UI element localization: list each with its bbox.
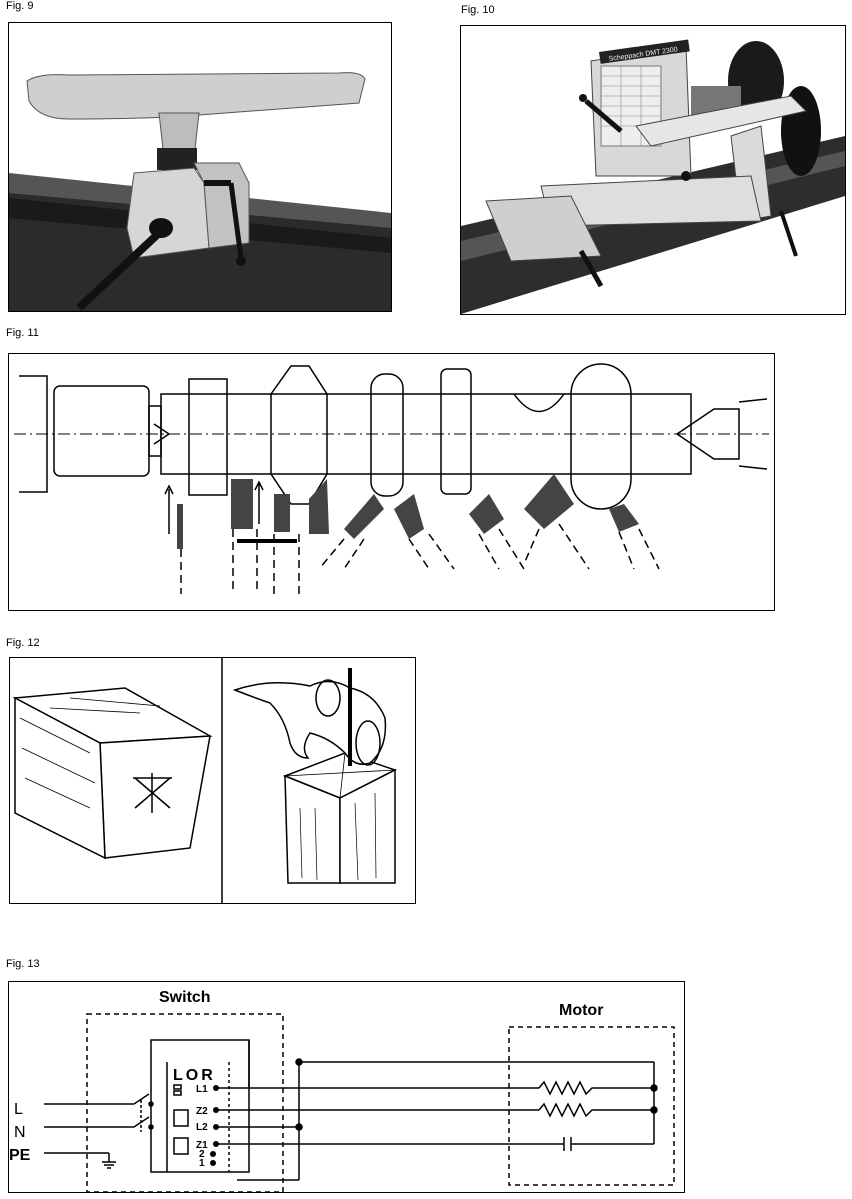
terminal-z2: Z2 (196, 1106, 208, 1117)
terminal-2: 2 (199, 1149, 205, 1160)
fig13-wiring-diagram: Switch LOR L1 Z2 L2 Z1 2 1 L N PE (8, 981, 685, 1193)
fig11-caption: Fig. 11 (6, 327, 39, 339)
supply-pe: PE (9, 1147, 31, 1164)
switch-label: Switch (159, 989, 211, 1006)
fig10-photo: Scheppach DMT 2300 (460, 25, 846, 315)
fig9-photo (8, 22, 392, 312)
fig13-caption: Fig. 13 (6, 958, 40, 970)
fig11-turning-diagram (8, 353, 775, 611)
supply-n: N (14, 1124, 26, 1141)
fig9-caption: Fig. 9 (6, 0, 34, 12)
switch-positions: LOR (173, 1067, 216, 1084)
supply-l: L (14, 1101, 23, 1118)
fig12-centering-diagram (9, 657, 416, 904)
terminal-z1: Z1 (196, 1140, 208, 1151)
terminal-l1: L1 (196, 1084, 208, 1095)
motor-label: Motor (559, 1002, 603, 1019)
terminal-l2: L2 (196, 1122, 208, 1133)
terminal-1: 1 (199, 1158, 205, 1169)
fig12-caption: Fig. 12 (6, 637, 40, 649)
fig10-caption: Fig. 10 (461, 4, 495, 16)
